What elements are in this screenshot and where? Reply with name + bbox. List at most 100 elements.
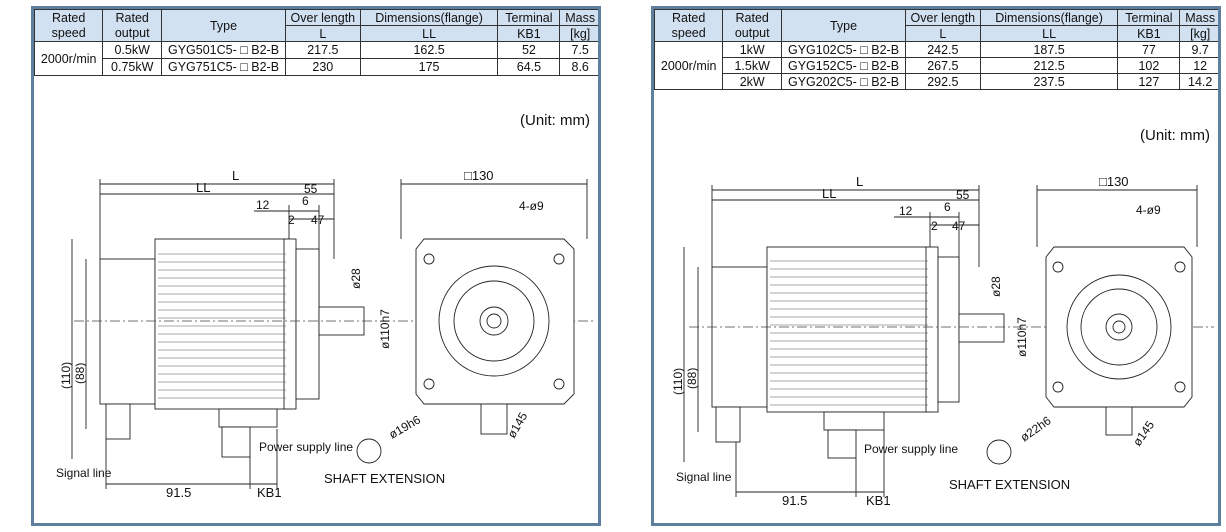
motor-drawing-1: L LL 55 12 6 2 47 □130 4-ø9 [56,168,594,500]
header-type: Type [781,9,906,42]
cell-mass: 7.5 [559,41,598,59]
signal-line-label: Signal line [676,470,732,484]
dimension-panel-1: Rated speed Rated output Type Over lengt… [31,6,601,526]
cell-output: 1.5kW [722,57,783,74]
header-rated-speed: Rated speed [654,9,724,42]
power-line-label: Power supply line [259,440,353,454]
spec-table-1: Rated speed Rated output Type Over lengt… [34,9,598,76]
cell-mass: 12 [1179,57,1218,74]
cell-L: 217.5 [284,41,361,59]
cell-LL: 187.5 [979,41,1119,58]
header-L: L [904,25,981,42]
dim-130: □130 [464,168,494,183]
header-rated-output: Rated output [102,9,163,42]
dim-12: 12 [899,204,913,218]
header-LL: LL [979,25,1119,42]
dim-130: □130 [1099,174,1129,189]
cell-L: 230 [284,58,361,76]
dim-LL: LL [822,186,836,201]
dim-55: 55 [956,188,970,202]
cell-LL: 212.5 [979,57,1119,74]
cell-output: 0.75kW [102,58,163,76]
header-mass-unit: [kg] [1179,25,1218,42]
dim-kb1: KB1 [866,493,891,508]
cell-output: 1kW [722,41,783,58]
dimension-panel-2: Rated speed Rated output Type Over lengt… [651,6,1221,526]
shaft-extension-label: SHAFT EXTENSION [324,471,445,486]
cell-output: 0.5kW [102,41,163,59]
cell-output: 2kW [722,73,783,90]
cell-type: GYG152C5- □ B2-B [781,57,906,74]
dim-L: L [856,174,863,189]
header-mass-unit: [kg] [559,25,598,42]
dim-915: 91.5 [782,493,807,508]
header-L: L [284,25,361,42]
dim-915: 91.5 [166,485,191,500]
dim-holes: 4-ø9 [519,199,544,213]
header-KB1: KB1 [497,25,561,42]
header-terminal: Terminal [1117,9,1181,26]
cell-type: GYG751C5- □ B2-B [161,58,286,76]
unit-label: (Unit: mm) [520,112,590,129]
header-over-length: Over length [284,9,361,26]
dim-110: (110) [59,362,73,389]
cell-KB1: 64.5 [497,58,561,76]
header-mass: Mass [559,9,598,26]
cell-LL: 175 [359,58,499,76]
dim-shaft-dia: ø28 [349,268,363,289]
cell-mass: 8.6 [559,58,598,76]
dim-shaft-tol: ø19h6 [387,412,424,441]
dim-spigot: ø110h7 [378,309,392,349]
motor-drawing-2: L LL 55 12 6 2 47 □130 4-ø9 [671,174,1214,508]
cell-L: 292.5 [904,73,981,90]
cell-KB1: 77 [1117,41,1181,58]
dim-spigot: ø110h7 [1015,317,1029,357]
cell-LL: 237.5 [979,73,1119,90]
dim-kb1: KB1 [257,485,282,500]
dim-pcd: ø145 [504,410,530,441]
cell-KB1: 102 [1117,57,1181,74]
header-dimensions: Dimensions(flange) [359,9,499,26]
dim-6: 6 [944,200,951,214]
cell-type: GYG102C5- □ B2-B [781,41,906,58]
dim-LL: LL [196,180,210,195]
header-terminal: Terminal [497,9,561,26]
signal-line-label: Signal line [56,466,112,480]
dim-holes: 4-ø9 [1136,203,1161,217]
cell-KB1: 52 [497,41,561,59]
header-rated-speed: Rated speed [34,9,104,42]
spec-table-2: Rated speed Rated output Type Over lengt… [654,9,1218,90]
dim-6: 6 [302,194,309,208]
dim-shaft-dia: ø28 [989,276,1003,297]
cell-type: GYG202C5- □ B2-B [781,73,906,90]
header-over-length: Over length [904,9,981,26]
dim-47: 47 [311,213,325,227]
dim-88: (88) [73,363,87,384]
cell-L: 242.5 [904,41,981,58]
dim-12: 12 [256,198,270,212]
cell-mass: 9.7 [1179,41,1218,58]
header-type: Type [161,9,286,42]
dim-47: 47 [952,219,966,233]
cell-LL: 162.5 [359,41,499,59]
dim-55: 55 [304,182,318,196]
cell-type: GYG501C5- □ B2-B [161,41,286,59]
unit-label: (Unit: mm) [1140,127,1210,144]
dim-2: 2 [288,213,295,227]
dim-2: 2 [931,219,938,233]
cell-KB1: 127 [1117,73,1181,90]
header-KB1: KB1 [1117,25,1181,42]
header-rated-output: Rated output [722,9,783,42]
shaft-extension-label: SHAFT EXTENSION [949,477,1070,492]
dim-L: L [232,168,239,183]
dim-110: (110) [671,368,685,395]
cell-mass: 14.2 [1179,73,1218,90]
dim-pcd: ø145 [1130,418,1157,449]
header-dimensions: Dimensions(flange) [979,9,1119,26]
dim-88: (88) [685,368,699,389]
cell-speed: 2000r/min [654,41,724,90]
cell-speed: 2000r/min [34,41,104,76]
cell-L: 267.5 [904,57,981,74]
header-mass: Mass [1179,9,1218,26]
dim-shaft-tol: ø22h6 [1018,413,1054,444]
